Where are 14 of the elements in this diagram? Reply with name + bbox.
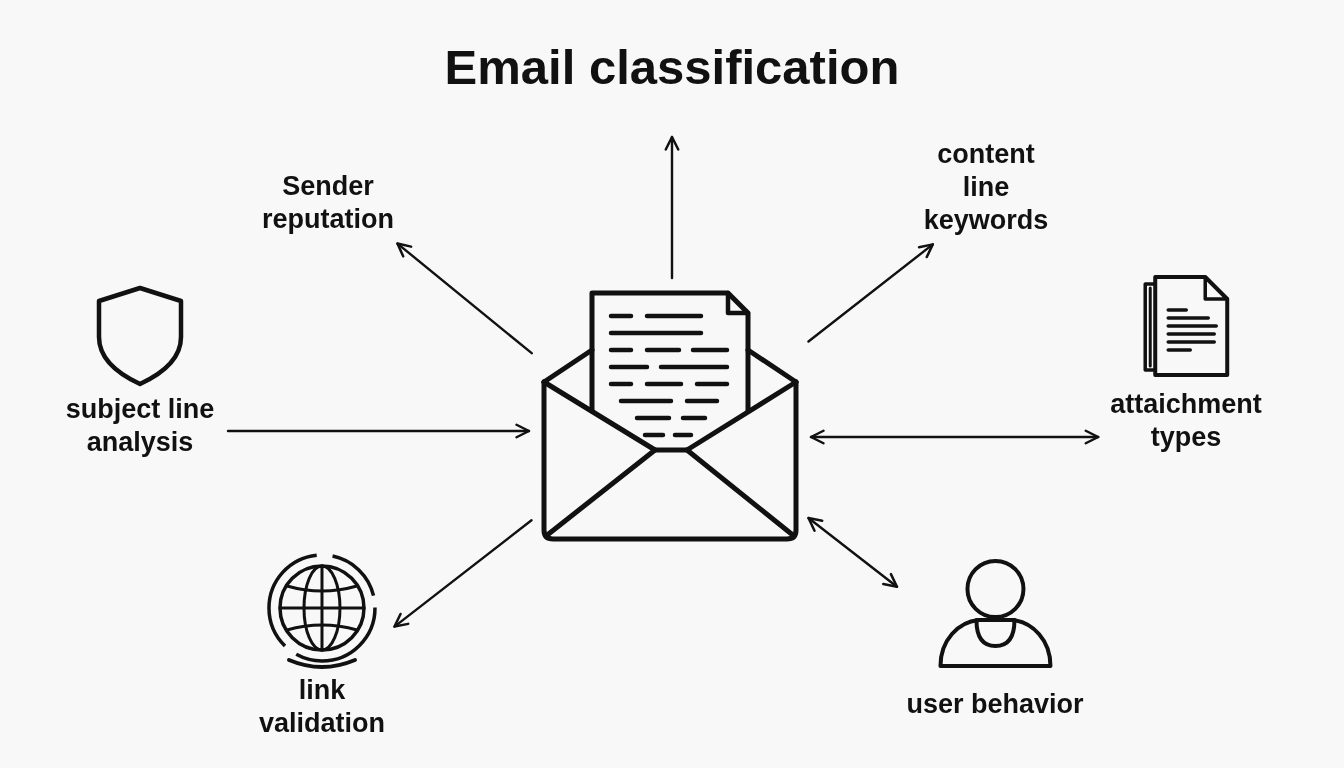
arrow [807, 243, 934, 343]
node-label: content line keywords [923, 138, 1049, 237]
node-label: link validation [259, 674, 385, 740]
node-label: Sender reputation [262, 170, 394, 236]
double-arrow [809, 429, 1100, 445]
arrow [393, 519, 533, 628]
title: Email classification [444, 39, 900, 96]
node-label: subject line analysis [64, 393, 216, 459]
arrow [396, 242, 533, 355]
arrow [226, 423, 531, 439]
double-arrow [807, 516, 899, 588]
node-label: attaichment types [1110, 388, 1262, 454]
node-label: user behavior [906, 688, 1084, 721]
arrow [664, 135, 680, 280]
